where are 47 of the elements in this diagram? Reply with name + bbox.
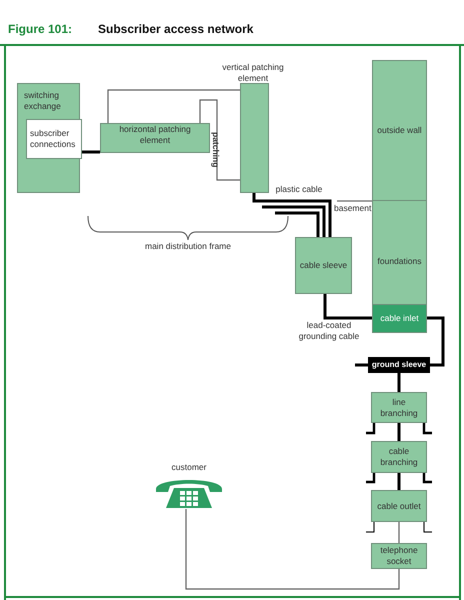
node-label: line branching [379,396,419,418]
node-label: cable outlet [376,500,422,512]
foundations-section [372,200,427,305]
cable-line [398,473,400,490]
title: Subscriber access network [98,22,254,36]
node-label: subscriber connections [30,128,76,150]
outlet-box [371,490,427,522]
annotation: basement [334,203,372,214]
node-label: cable branching [379,446,419,468]
cable-line [398,522,400,543]
edge-label: plastic cable [274,184,324,195]
ground-sleeve-box [368,357,430,373]
edge-label: lead-coated grounding cable [298,320,360,342]
node-label: vertical patching element [222,62,284,84]
node-label: foundations [376,256,422,267]
node-label: outside wall [376,125,423,136]
node-label: customer [170,462,208,473]
cable-line [324,294,372,320]
figure-number: Figure 101: [8,22,72,36]
node-label: telephone socket [379,545,419,567]
connections-box [26,119,82,159]
node-label: switching exchange [24,90,62,112]
cable-inlet-box [372,304,427,333]
node-label: cable sleeve [299,260,348,271]
cable-line [398,373,400,392]
branching-box [371,392,427,423]
node-label: horizontal patching element [118,124,192,146]
branching-box [371,441,427,473]
cable-sleeve-box [295,237,352,294]
patching-element-box [100,123,210,153]
socket-box [371,543,427,569]
cable-line [185,509,400,590]
node-label: cable inlet [379,313,420,324]
cable-line [275,212,320,237]
exchange-box [17,83,80,193]
cable-line [398,423,400,441]
cable-line [107,89,240,123]
cable-line [252,193,332,237]
node-label: ground sleeve [370,359,428,370]
cable-line [355,364,368,366]
cable-line [199,99,240,181]
cable-line [262,206,326,237]
edge-label: patching [210,131,221,170]
wall-section [372,60,427,201]
cable-line [82,150,100,154]
annotation: main distribution frame [144,241,232,252]
cable-line [427,316,444,366]
